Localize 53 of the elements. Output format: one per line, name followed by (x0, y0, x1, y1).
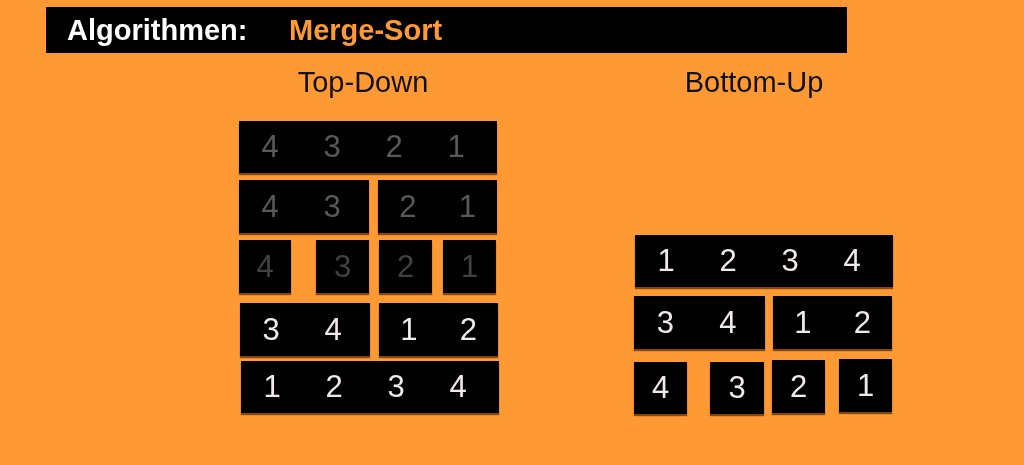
number: 3 (656, 304, 674, 341)
number: 1 (460, 248, 479, 285)
number: 4 (256, 248, 274, 285)
number: 3 (323, 129, 341, 165)
number-box (710, 362, 764, 414)
number: 1 (458, 188, 476, 225)
topic-label: Merge-Sort (289, 13, 443, 47)
number-box (239, 240, 291, 293)
number: 4 (719, 304, 737, 341)
number: 2 (325, 369, 343, 405)
number-box (316, 240, 369, 293)
column-heading: Bottom-Up (684, 65, 824, 100)
number: 4 (261, 129, 279, 165)
number-box (839, 359, 892, 412)
number-box (239, 121, 497, 173)
number: 4 (324, 311, 342, 348)
number: 3 (323, 188, 341, 225)
number-box (773, 296, 892, 349)
column-heading: Top-Down (297, 65, 429, 100)
number: 4 (843, 243, 861, 279)
number: 1 (856, 367, 875, 404)
number: 2 (399, 188, 417, 225)
number-box (240, 303, 370, 356)
number: 1 (657, 243, 675, 279)
number-box (241, 361, 499, 413)
number: 1 (447, 129, 465, 165)
number: 3 (781, 243, 799, 279)
number-box (772, 360, 825, 413)
number: 1 (400, 311, 418, 348)
number: 2 (853, 304, 871, 341)
number-box (379, 303, 498, 356)
number-box (443, 240, 496, 293)
number: 4 (651, 370, 670, 406)
number: 4 (261, 188, 279, 225)
number: 3 (262, 311, 280, 348)
number: 3 (728, 370, 746, 406)
number-box (635, 235, 893, 287)
number-box (378, 180, 497, 233)
title: Algorithmen: (67, 13, 248, 47)
number: 3 (333, 248, 352, 285)
number: 1 (794, 304, 812, 341)
number: 3 (387, 369, 405, 405)
number: 4 (449, 369, 467, 405)
number: 2 (789, 368, 808, 405)
number: 2 (459, 311, 477, 348)
number: 2 (396, 248, 415, 285)
number-box (379, 240, 432, 293)
number: 2 (719, 243, 737, 279)
number-box (634, 296, 765, 349)
number: 2 (385, 129, 403, 165)
number-box (634, 362, 687, 414)
number: 1 (263, 369, 281, 405)
number-box (239, 180, 369, 233)
